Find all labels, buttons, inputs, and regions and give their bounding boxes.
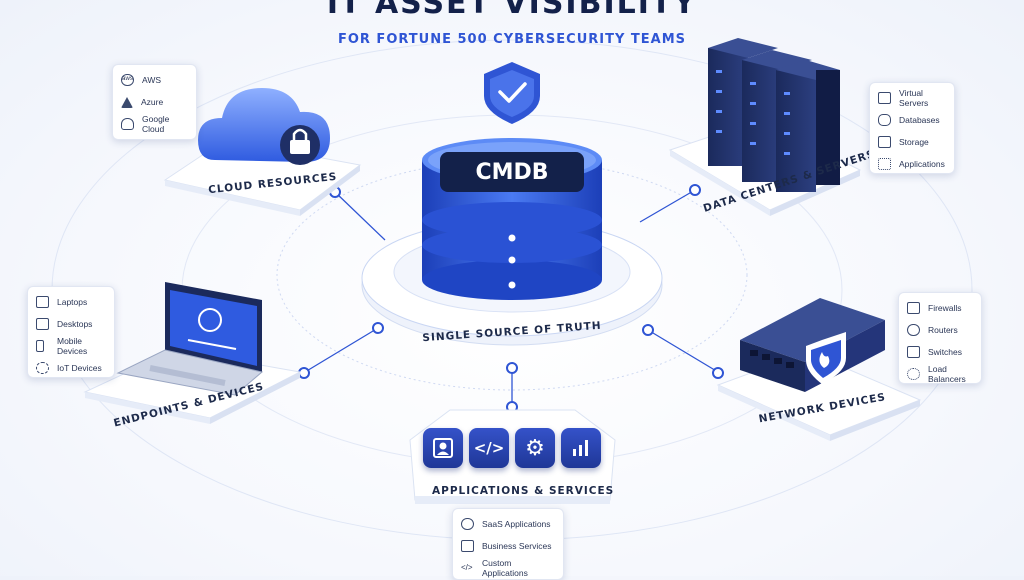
list-item: Laptops bbox=[36, 291, 106, 313]
saas-cloud-icon bbox=[461, 518, 474, 530]
laptop-small-icon bbox=[36, 296, 49, 308]
iot-gear-icon bbox=[36, 362, 49, 374]
briefcase-icon bbox=[461, 540, 474, 552]
firewall-icon bbox=[907, 302, 920, 314]
database-icon bbox=[878, 114, 891, 126]
load-balancer-icon bbox=[907, 368, 920, 380]
endpoints-list-card: Laptops Desktops Mobile Devices IoT Devi… bbox=[27, 286, 115, 378]
switch-icon bbox=[907, 346, 920, 358]
applications-grid-icon bbox=[878, 158, 891, 170]
user-tile-icon bbox=[423, 428, 463, 468]
list-item: Business Services bbox=[461, 535, 555, 557]
apps-label: APPLICATIONS & SERVICES bbox=[432, 485, 615, 497]
page-title: IT ASSET VISIBILITY bbox=[326, 0, 698, 21]
datacenter-list-card: Virtual Servers Databases Storage Applic… bbox=[869, 82, 955, 174]
list-item: Azure bbox=[121, 91, 188, 113]
list-item: Virtual Servers bbox=[878, 87, 946, 109]
list-item: Storage bbox=[878, 131, 946, 153]
code-icon: </> bbox=[461, 563, 473, 572]
list-item: Load Balancers bbox=[907, 363, 973, 385]
list-item: IoT Devices bbox=[36, 357, 106, 379]
aws-icon: aws bbox=[121, 74, 134, 86]
azure-icon bbox=[121, 96, 133, 108]
list-item: Routers bbox=[907, 319, 973, 341]
cloud-list-card: aws AWS Azure Google Cloud bbox=[112, 64, 197, 140]
list-item: </>Custom Applications bbox=[461, 558, 528, 578]
list-item: aws AWS bbox=[121, 74, 162, 86]
list-item: Databases bbox=[878, 109, 946, 131]
code-tile-icon: </> bbox=[469, 428, 509, 468]
page-subtitle: FOR FORTUNE 500 CYBERSECURITY TEAMS bbox=[337, 32, 687, 47]
list-item: Google Cloud bbox=[121, 113, 188, 135]
list-item: Desktops bbox=[36, 313, 106, 335]
cmdb-label: CMDB bbox=[440, 152, 584, 192]
server-icon bbox=[878, 92, 891, 104]
list-item: Firewalls bbox=[907, 297, 973, 319]
list-item: Switches bbox=[907, 341, 973, 363]
laptop-icon bbox=[116, 282, 264, 396]
gear-tile-icon: ⚙ bbox=[515, 428, 555, 468]
list-item: Mobile Devices bbox=[36, 335, 106, 357]
list-item: Applications bbox=[878, 153, 946, 175]
router-icon bbox=[907, 324, 920, 336]
network-list-card: Firewalls Routers Switches Load Balancer… bbox=[898, 292, 982, 384]
mobile-icon bbox=[36, 340, 44, 352]
shield-icon bbox=[484, 62, 540, 124]
list-item: SaaS Applications bbox=[461, 513, 555, 535]
chart-tile-icon bbox=[561, 428, 601, 468]
google-cloud-icon bbox=[121, 118, 134, 130]
desktop-icon bbox=[36, 318, 49, 330]
storage-icon bbox=[878, 136, 891, 148]
cloud-lock-icon bbox=[198, 88, 330, 165]
server-rack-icon bbox=[708, 38, 840, 192]
apps-list-card: SaaS Applications Business Services </>C… bbox=[452, 508, 564, 580]
firewall-appliance-icon bbox=[740, 298, 885, 392]
